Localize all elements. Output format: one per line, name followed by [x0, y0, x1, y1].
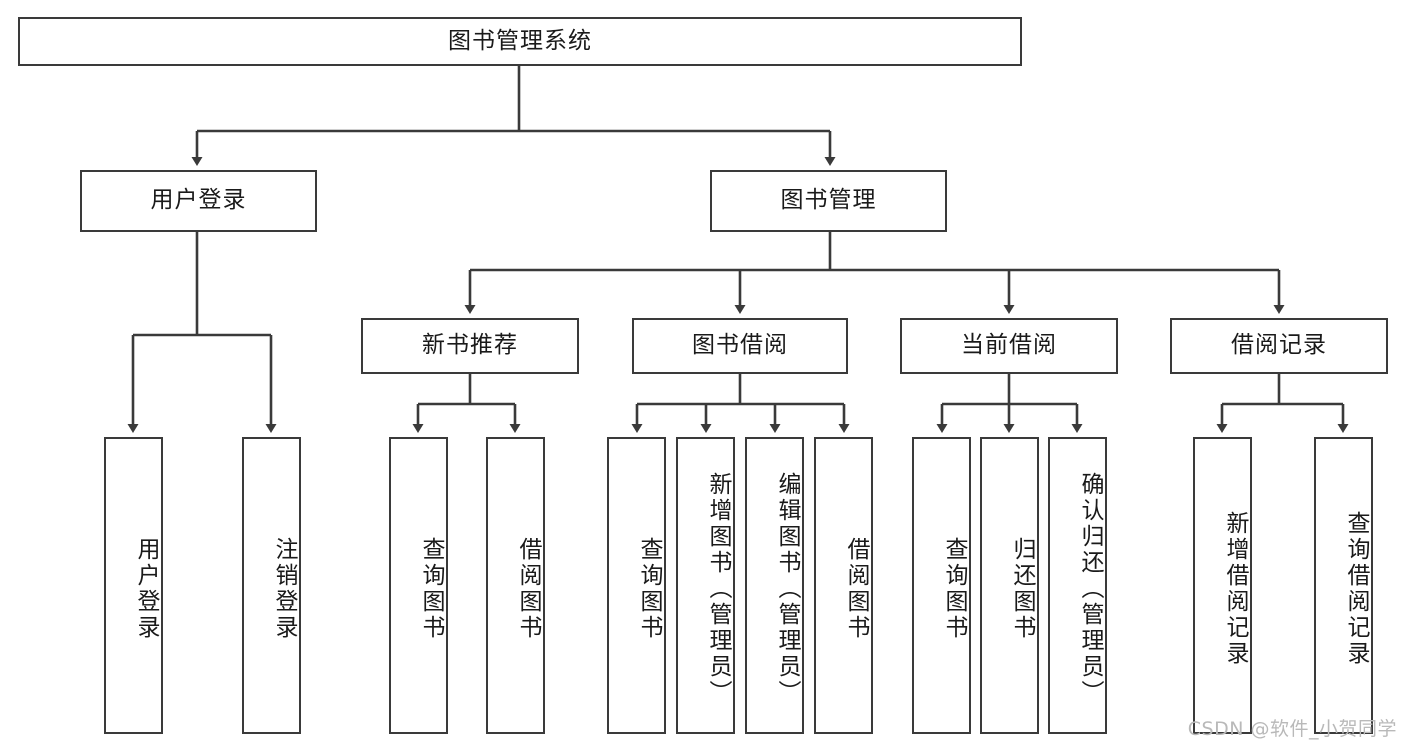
node-leaf-query-book-1[interactable]: 查询图书	[389, 437, 448, 734]
node-leaf-add-record[interactable]: 新增借阅记录	[1193, 437, 1252, 734]
node-leaf-confirm-return[interactable]: 确认归还（管理员）	[1048, 437, 1107, 734]
node-book-manage-label: 图书管理	[780, 187, 877, 214]
node-leaf-return-book-label: 归还图书	[1009, 536, 1035, 641]
node-new-book-recommend-label: 新书推荐	[422, 332, 518, 359]
node-borrow-record-label: 借阅记录	[1231, 332, 1327, 359]
node-leaf-borrow-book-2[interactable]: 借阅图书	[814, 437, 873, 734]
node-current-borrow-label: 当前借阅	[961, 332, 1057, 359]
node-leaf-edit-book[interactable]: 编辑图书（管理员）	[745, 437, 804, 734]
node-current-borrow[interactable]: 当前借阅	[900, 318, 1118, 374]
node-leaf-query-book-3-label: 查询图书	[941, 536, 967, 641]
node-leaf-query-book-1-label: 查询图书	[418, 536, 444, 641]
node-leaf-borrow-book-1[interactable]: 借阅图书	[486, 437, 545, 734]
node-book-borrow-label: 图书借阅	[692, 332, 788, 359]
node-leaf-query-book-2-label: 查询图书	[636, 536, 662, 641]
node-user-login-label: 用户登录	[150, 187, 247, 214]
node-leaf-return-book[interactable]: 归还图书	[980, 437, 1039, 734]
node-leaf-add-book-label: 新增图书（管理员）	[705, 471, 731, 706]
node-borrow-record[interactable]: 借阅记录	[1170, 318, 1388, 374]
node-root[interactable]: 图书管理系统	[18, 17, 1022, 66]
node-leaf-edit-book-label: 编辑图书（管理员）	[774, 471, 800, 706]
node-user-login[interactable]: 用户登录	[80, 170, 317, 232]
node-root-label: 图书管理系统	[448, 27, 592, 54]
node-leaf-query-book-2[interactable]: 查询图书	[607, 437, 666, 734]
node-leaf-borrow-book-2-label: 借阅图书	[843, 536, 869, 641]
node-leaf-query-record-label: 查询借阅记录	[1343, 510, 1369, 667]
node-leaf-add-record-label: 新增借阅记录	[1222, 510, 1248, 667]
node-leaf-confirm-return-label: 确认归还（管理员）	[1077, 471, 1103, 706]
node-leaf-borrow-book-1-label: 借阅图书	[515, 536, 541, 641]
node-leaf-query-record[interactable]: 查询借阅记录	[1314, 437, 1373, 734]
node-leaf-user-login[interactable]: 用户登录	[104, 437, 163, 734]
node-book-manage[interactable]: 图书管理	[710, 170, 947, 232]
node-leaf-user-login-label: 用户登录	[133, 536, 159, 641]
node-book-borrow[interactable]: 图书借阅	[632, 318, 848, 374]
node-leaf-logout-label: 注销登录	[271, 536, 297, 641]
csdn-watermark: CSDN @软件_小贺同学	[1187, 718, 1397, 740]
node-leaf-logout[interactable]: 注销登录	[242, 437, 301, 734]
node-leaf-add-book[interactable]: 新增图书（管理员）	[676, 437, 735, 734]
node-new-book-recommend[interactable]: 新书推荐	[361, 318, 579, 374]
node-leaf-query-book-3[interactable]: 查询图书	[912, 437, 971, 734]
